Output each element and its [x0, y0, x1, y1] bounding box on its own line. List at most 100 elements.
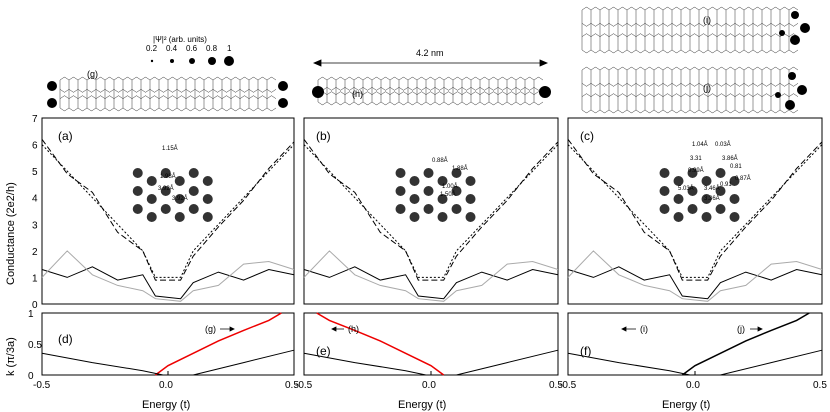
conductance-tick-label: 0 — [32, 300, 38, 311]
atom — [174, 176, 185, 186]
atom — [202, 194, 213, 204]
conductance-series-gray — [303, 250, 559, 302]
bond-length-label: 0.99Å — [688, 167, 704, 174]
conductance-series-dotted — [41, 144, 295, 278]
legend-title: |Ψ|² (arb. units) — [153, 35, 207, 44]
conductance-series-dashed — [303, 139, 559, 281]
energy-tick-label: -0.5 — [559, 380, 577, 391]
atom — [132, 168, 143, 178]
molecule-sketch — [659, 168, 740, 222]
atom — [465, 176, 476, 186]
atom — [451, 204, 462, 214]
atom — [395, 168, 406, 178]
energy-tick-label: -0.5 — [295, 380, 313, 391]
graphene-ribbon — [312, 76, 551, 106]
atom — [409, 176, 420, 186]
conductance-frame — [567, 117, 823, 305]
conductance-tick-label: 4 — [32, 194, 38, 205]
energy-tick-label: 0.0 — [686, 380, 700, 391]
atom — [715, 186, 726, 196]
band-label-h: (h) — [348, 324, 359, 334]
atom — [132, 204, 143, 214]
conductance-series-gray — [41, 250, 295, 302]
atom — [174, 194, 185, 204]
wavefunction-dot — [312, 86, 324, 98]
lattice-row — [581, 109, 799, 114]
atom — [673, 176, 684, 186]
k-tick-label: 1 — [28, 309, 34, 320]
panel-label-a: (a) — [58, 129, 73, 143]
panel-label-f: (f) — [580, 344, 591, 358]
wavefunction-dot — [278, 98, 288, 108]
panel-label-c: (c) — [580, 129, 594, 143]
atom — [673, 194, 684, 204]
bond-length-label: 3.92Å — [172, 195, 188, 202]
wavefunction-dot — [791, 11, 799, 19]
band-label-arrows — [220, 326, 763, 332]
length-label: 4.2 nm — [416, 48, 444, 58]
wavefunction-dot — [788, 72, 796, 80]
energy-tick-label: 0.5 — [549, 380, 563, 391]
legend-dot — [170, 59, 174, 63]
atom — [437, 194, 448, 204]
atom — [146, 212, 157, 222]
atom — [395, 204, 406, 214]
lattice-row — [581, 23, 799, 27]
molecule-sketch — [395, 168, 476, 222]
atom — [160, 186, 171, 196]
atom — [409, 212, 420, 222]
energy-tick-label: 0.0 — [422, 380, 436, 391]
legend-dot — [208, 57, 216, 65]
atom — [188, 168, 199, 178]
energy-tick-label: 0.5 — [285, 380, 299, 391]
panel-label-e: (e) — [316, 344, 331, 358]
legend-value: 0.2 — [146, 44, 158, 53]
atom — [160, 204, 171, 214]
atom — [659, 204, 670, 214]
wavefunction-dot — [775, 92, 781, 98]
band-series-edge — [316, 312, 445, 376]
band-label-i: (i) — [640, 324, 648, 334]
conductance-frame — [303, 117, 559, 305]
bond-length-label: 1.00Å — [442, 183, 458, 190]
band-series-edge — [681, 312, 810, 376]
panel-label-d: (d) — [58, 332, 73, 346]
lattice-row — [59, 89, 277, 93]
band-series-bulk — [193, 349, 295, 376]
ribbon-label-h: (h) — [352, 89, 363, 99]
energy-tick-label: 0.0 — [159, 380, 173, 391]
atom — [395, 186, 406, 196]
conductance-tick-label: 3 — [32, 220, 38, 231]
lattice-row — [317, 101, 544, 106]
legend-dots: 0.2 0.4 0.6 0.8 1 — [146, 44, 234, 66]
bond-length-label: 3.46Å — [704, 185, 720, 192]
legend-value: 0.4 — [166, 44, 178, 53]
bond-length-label: 1.04Å — [692, 141, 708, 148]
band-series-bulk — [456, 349, 559, 376]
atom — [202, 212, 213, 222]
k-tick-label: 0 — [28, 371, 34, 382]
conductance-series-solid — [567, 266, 823, 300]
band-label-j: (j) — [737, 324, 745, 334]
atom — [437, 176, 448, 186]
bond-length-label: 0.87Å — [735, 175, 751, 182]
lattice-row — [581, 49, 799, 54]
conductance-tick-label: 2 — [32, 247, 38, 258]
atom — [659, 186, 670, 196]
lattice-row — [59, 76, 277, 81]
legend-value: 0.6 — [186, 44, 198, 53]
bond-length-label: 1.88Å — [452, 165, 468, 172]
atom — [188, 204, 199, 214]
wavefunction-dot — [797, 85, 807, 95]
energy-axis-label-1: Energy (t) — [142, 399, 190, 411]
band-series-bulk — [567, 352, 691, 376]
band-series-bulk — [720, 349, 823, 376]
atom — [687, 204, 698, 214]
atom — [423, 186, 434, 196]
bond-length-label: 3.36Å — [704, 195, 720, 202]
k-axis-label: k (π/3a) — [5, 337, 17, 376]
atom — [701, 194, 712, 204]
conductance-series-dotted — [303, 144, 559, 278]
band-label-g: (g) — [205, 324, 216, 334]
